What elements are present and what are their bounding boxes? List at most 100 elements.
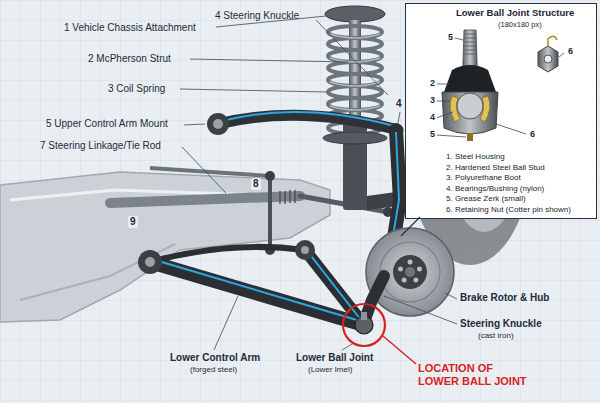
ball-joint-detail <box>442 30 558 141</box>
part-label: 7 Steering Linkage/Tie Rod <box>40 140 161 152</box>
lower-control-arm <box>138 250 162 274</box>
leader-line <box>182 147 226 193</box>
brake-rotor-hub <box>393 255 427 289</box>
leader-line <box>436 112 453 118</box>
leader-line <box>398 112 400 123</box>
leader-line <box>559 53 564 57</box>
leader-line <box>496 124 526 134</box>
location-pointer <box>383 336 416 364</box>
callout-number: 6 <box>566 46 575 56</box>
leader-line <box>436 135 466 137</box>
brake-rotor-hub <box>405 267 415 277</box>
lower-control-arm <box>145 257 155 267</box>
brake-rotor-hub <box>413 278 418 283</box>
lower-control-arm <box>150 247 305 262</box>
lower-control-arm <box>295 240 315 260</box>
inset-title: Lower Ball Joint Structure <box>456 8 574 19</box>
coil-spring <box>323 132 387 144</box>
parts-list-item: 1. Steel Housing <box>446 152 505 161</box>
ball-joint-detail <box>467 133 473 141</box>
lower-control-arm <box>301 246 309 254</box>
leader-line <box>436 84 450 85</box>
lower-ball-joint <box>361 312 367 320</box>
ball-joint-detail <box>480 96 490 122</box>
lower-ball-joint <box>343 304 385 346</box>
sway-bar-link <box>265 171 275 255</box>
parts-list-item: 2. Hardened Steel Ball Stud <box>446 163 545 172</box>
brake-rotor-hub <box>380 242 440 302</box>
leader-line <box>436 101 450 102</box>
callout-number: 4 <box>428 112 437 122</box>
leader-line <box>342 344 352 350</box>
lower-control-arm <box>155 252 361 321</box>
location-note: LOCATION OF LOWER BALL JOINT <box>418 362 535 387</box>
callout-number: 5 <box>446 32 455 42</box>
lower-ball-joint <box>343 304 385 346</box>
ball-joint-detail <box>544 55 552 63</box>
leader-line <box>316 20 388 95</box>
sway-bar <box>150 168 270 176</box>
leader-line <box>445 293 457 299</box>
mcpherson-strut <box>325 6 385 22</box>
leader-line <box>180 16 564 350</box>
callout-number: 2 <box>428 78 437 88</box>
inset-panel-ground <box>405 3 597 219</box>
upper-control-arm <box>213 119 223 129</box>
leader-line <box>401 217 420 236</box>
inset-panel: Lower Ball Joint Structure (180x180 px) 1.… <box>405 3 597 219</box>
callout-number: 9 <box>128 216 138 228</box>
leader-line <box>384 296 457 324</box>
inset-subtitle: (180x180 px) <box>498 21 542 30</box>
brake-rotor-hub <box>408 260 413 265</box>
ball-joint-detail <box>548 36 557 46</box>
sway-bar-link <box>265 171 275 181</box>
steering-rack <box>280 190 295 204</box>
parts-list-item: 3. Polyurethane Boot <box>446 173 521 182</box>
ball-joint-detail <box>464 34 476 54</box>
parts-list-item: 4. Bearings/Bushing (nylon) <box>446 184 544 193</box>
part-label: 4 Steering Knuckle <box>215 10 299 22</box>
part-note: (cast iron) <box>478 331 514 340</box>
callout-number: 6 <box>528 129 537 139</box>
location-pointer <box>383 336 416 364</box>
sway-bar-link <box>268 176 272 250</box>
sway-bar <box>150 168 270 176</box>
upper-control-arm <box>218 115 398 130</box>
leader-line <box>214 296 238 350</box>
part-label: 3 Coil Spring <box>108 83 165 95</box>
leader-line <box>184 124 205 125</box>
brake-rotor-hub <box>402 278 407 283</box>
brake-rotor-hub <box>366 228 454 316</box>
leader-line <box>180 89 327 92</box>
brake-rotor-hub <box>398 266 403 271</box>
part-label: Lower Control Arm <box>170 352 260 364</box>
callout-number: 4 <box>394 98 404 110</box>
upper-control-arm <box>207 112 398 135</box>
lower-control-arm <box>138 240 364 325</box>
part-label: Brake Rotor & Hub <box>460 292 549 304</box>
brake-rotor-hub <box>417 266 422 271</box>
brake-rotor-hub <box>366 228 454 316</box>
callout-number: 8 <box>251 178 261 190</box>
callout-number: 3 <box>428 95 437 105</box>
part-label: Lower Ball Joint <box>296 352 373 364</box>
callout-number: 5 <box>428 129 437 139</box>
part-label: 2 McPherson Strut <box>88 53 171 65</box>
upper-control-arm <box>207 113 229 135</box>
part-label: 1 Vehicle Chassis Attachment <box>64 22 196 34</box>
part-note: (Lower lrnel) <box>308 365 352 374</box>
ball-joint-detail <box>538 46 558 72</box>
leader-line <box>190 59 348 62</box>
coil-spring <box>330 34 380 110</box>
mcpherson-strut <box>325 6 398 210</box>
upper-control-arm <box>222 112 394 126</box>
part-label: Steering Knuckle <box>460 318 542 330</box>
part-label: 5 Upper Control Arm Mount <box>46 118 168 130</box>
part-note: (forged steel) <box>190 365 237 374</box>
ball-joint-detail <box>457 93 483 119</box>
leader-line <box>455 38 463 40</box>
